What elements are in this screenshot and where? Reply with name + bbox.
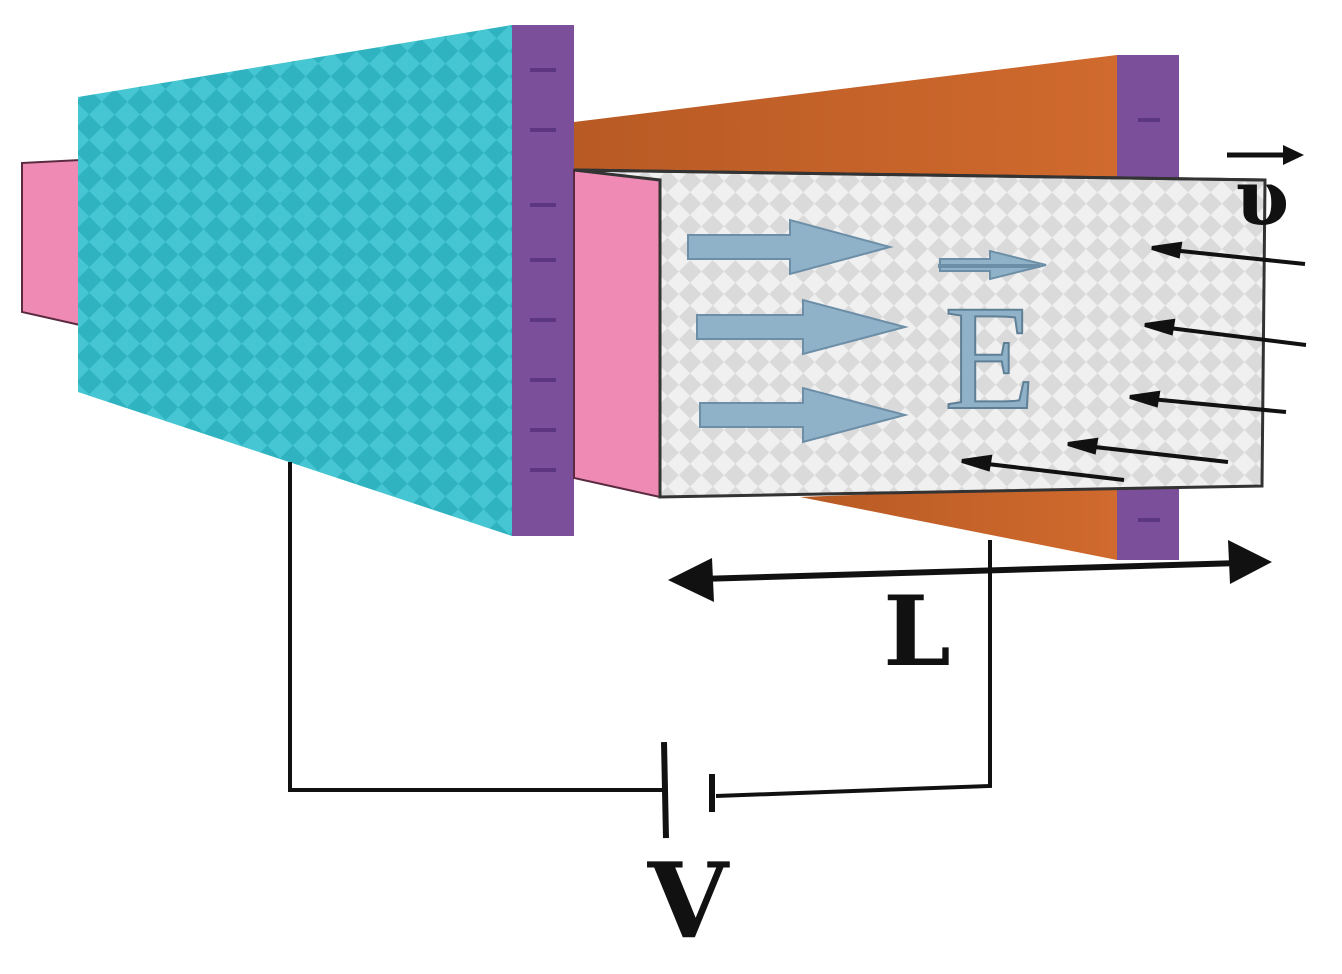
velocity-vector-arrow: [1227, 145, 1304, 165]
field-arrow-3: [699, 386, 909, 444]
field-arrow-2: [696, 298, 909, 356]
cyan-trapezoid-plate: [78, 25, 512, 536]
cyan-plate-purple-edge: [512, 25, 574, 536]
pink-front-face: [573, 168, 661, 499]
purple-edge-dashes: [530, 68, 556, 472]
length-label: L: [883, 575, 951, 688]
right-wire: [715, 540, 992, 798]
left-pink-strip: [21, 158, 81, 327]
velocity-label: υ: [1235, 153, 1289, 244]
orange-edge-dashes: [1138, 118, 1160, 522]
left-wire: [288, 462, 664, 792]
particle-streaks: [961, 241, 1307, 482]
orange-plate-bottom: [800, 485, 1117, 560]
circuit-wires: [288, 462, 992, 798]
white-body-top-edge: [573, 168, 1266, 182]
voltage-label: V: [647, 839, 731, 962]
e-field-label: E: [944, 275, 1036, 441]
white-beam-body: [573, 168, 1267, 499]
orange-plate-top: [574, 55, 1117, 178]
field-arrow-1: [687, 218, 894, 276]
battery-symbol-icon: [661, 741, 715, 839]
length-dimension-arrow: [668, 540, 1272, 602]
